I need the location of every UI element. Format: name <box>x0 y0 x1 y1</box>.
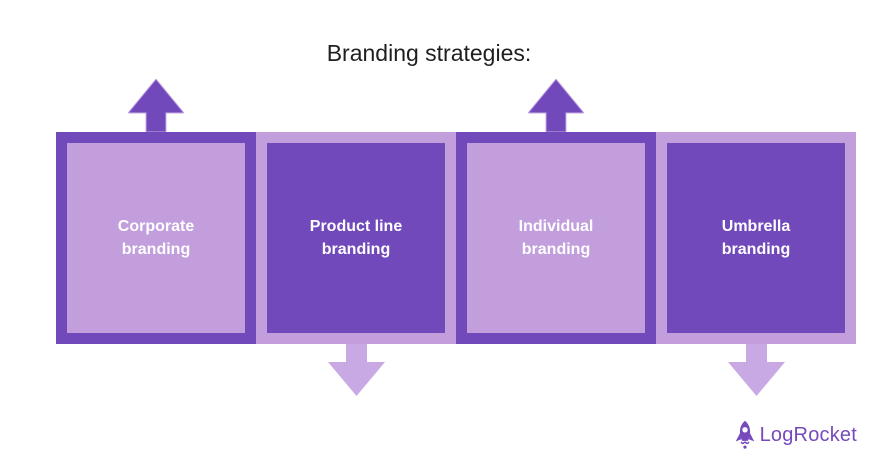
box-corporate-branding: Corporate branding <box>56 132 256 344</box>
box-product-line-branding: Product line branding <box>256 132 456 344</box>
logrocket-wordmark: LogRocket <box>759 424 857 446</box>
up-arrow-icon <box>128 79 184 132</box>
box-umbrella-branding: Umbrella branding <box>656 132 856 344</box>
rocket-icon <box>735 420 754 449</box>
box-label: Umbrella branding <box>721 218 791 258</box>
diagram-title: Branding strategies: <box>326 40 532 66</box>
down-arrow-icon <box>728 344 785 396</box>
down-arrow-icon <box>328 344 385 396</box>
box-label: Individual branding <box>518 218 594 258</box>
box-label: Corporate branding <box>117 218 195 258</box>
box-label: Product line branding <box>309 218 403 258</box>
up-arrow-icon <box>528 79 584 132</box>
logrocket-logo: LogRocket <box>734 420 857 450</box>
box-individual-branding: Individual branding <box>456 132 656 344</box>
